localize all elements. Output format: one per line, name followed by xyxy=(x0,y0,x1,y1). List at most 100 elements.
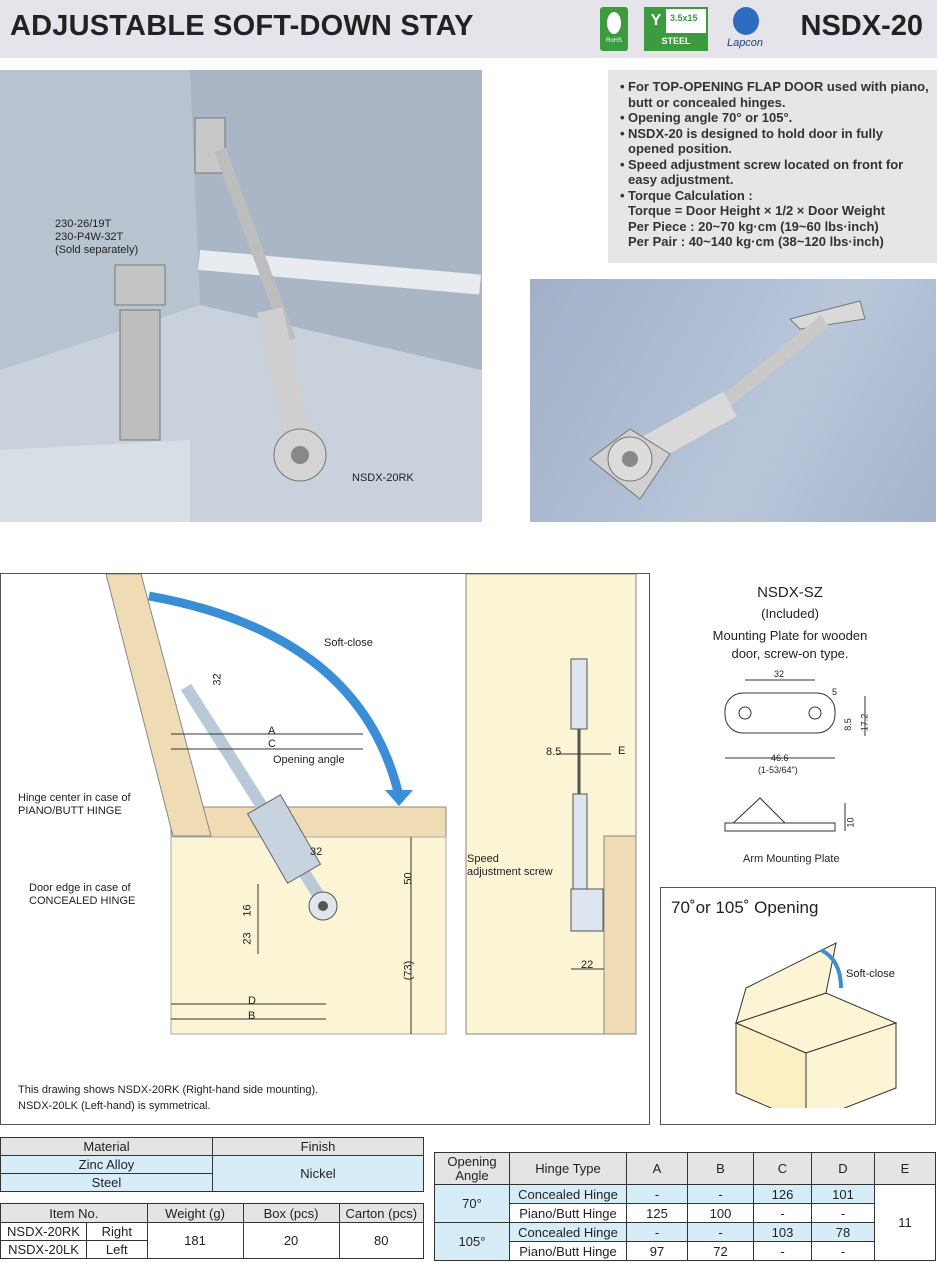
dim-8-5: 8.5 xyxy=(546,746,562,758)
torque-line: Per Pair : 40~140 kg·cm (38~120 lbs·inch… xyxy=(628,234,884,249)
a-cell: 125 xyxy=(626,1203,688,1223)
torque-line: Torque = Door Height × 1/2 × Door Weight xyxy=(628,203,886,218)
dim-c-label: C xyxy=(268,738,276,750)
item-no-header: Item No. xyxy=(0,1203,148,1223)
b-header: B xyxy=(687,1152,754,1185)
box-header: Box (pcs) xyxy=(242,1203,340,1223)
lapcon-logo: Lapcon xyxy=(720,7,770,51)
door-edge-label-1: Door edge in case of xyxy=(29,882,131,894)
d-cell: - xyxy=(811,1241,875,1261)
lapcon-text: Lapcon xyxy=(726,37,764,49)
opening-soft-close: Soft-close xyxy=(846,968,895,980)
d-cell: - xyxy=(811,1203,875,1223)
b-cell: 72 xyxy=(687,1241,754,1261)
drawing-note-2: NSDX-20LK (Left-hand) is symmetrical. xyxy=(18,1100,211,1112)
c-header: C xyxy=(753,1152,812,1185)
mounting-plate-desc-2: door, screw-on type. xyxy=(731,646,849,661)
hinge-label-1: 230-26/19T xyxy=(55,218,112,230)
opening-title: 70˚or 105˚ Opening xyxy=(671,898,819,917)
hinge-type-cell: Concealed Hinge xyxy=(509,1222,627,1242)
angle-header: Opening Angle xyxy=(434,1152,510,1185)
plate-dim-5: 5 xyxy=(832,687,838,697)
leaf-icon xyxy=(607,12,621,34)
dim-22: 22 xyxy=(581,959,594,971)
feature-item: For TOP-OPENING FLAP DOOR used with pian… xyxy=(620,79,929,110)
angle-cell: 105° xyxy=(434,1222,510,1261)
c-cell: 126 xyxy=(753,1184,812,1204)
hinge-type-header: Hinge Type xyxy=(509,1152,627,1185)
speed-screw-label-2: adjustment screw xyxy=(467,866,553,878)
lapcon-mark-icon xyxy=(733,7,759,35)
mounting-plate-title: NSDX-SZ xyxy=(757,584,823,601)
b-cell: - xyxy=(687,1222,754,1242)
product-photo-closeup xyxy=(530,279,936,522)
feature-item: NSDX-20 is designed to hold door in full… xyxy=(620,126,929,157)
stay-label: NSDX-20RK xyxy=(352,472,414,484)
installed-stay-illustration xyxy=(0,70,482,522)
b-cell: 100 xyxy=(687,1203,754,1223)
arm-plate-label: Arm Mounting Plate xyxy=(743,853,840,865)
material-cell: Zinc Alloy xyxy=(0,1155,213,1174)
steel-size: 3.5x15 xyxy=(670,13,698,23)
speed-screw-label-1: Speed xyxy=(467,853,499,865)
hinge-center-label-1: Hinge center in case of xyxy=(18,792,131,804)
soft-close-label: Soft-close xyxy=(324,637,373,649)
mounting-plate-description: Mounting Plate for wooden door, screw-on… xyxy=(660,627,920,663)
mounting-plate-drawing xyxy=(724,679,866,832)
item-table: Item No. Weight (g) Box (pcs) Carton (pc… xyxy=(0,1203,425,1259)
y-mark-icon: Y xyxy=(646,9,666,33)
plate-dim-17-2: 17.2 xyxy=(859,713,870,732)
header-bar xyxy=(0,0,937,58)
weight-header: Weight (g) xyxy=(146,1203,244,1223)
rohs-logo: RoHS xyxy=(600,7,628,51)
spec-table: Opening Angle Hinge Type A B C D E 70° C… xyxy=(434,1152,936,1261)
carton-cell: 80 xyxy=(338,1222,425,1259)
plate-dim-32: 32 xyxy=(774,669,785,679)
dim-b-label: B xyxy=(248,1010,256,1022)
finish-header: Finish xyxy=(212,1137,424,1156)
page-title: ADJUSTABLE SOFT-DOWN STAY xyxy=(10,10,474,42)
features-box: For TOP-OPENING FLAP DOOR used with pian… xyxy=(608,70,937,263)
torque-line: Per Piece : 20~70 kg·cm (19~60 lbs·inch) xyxy=(628,218,879,234)
item-side-cell: Right xyxy=(86,1222,148,1241)
a-cell: - xyxy=(626,1184,688,1204)
c-cell: 103 xyxy=(753,1222,812,1242)
dim-50: 50 xyxy=(402,872,415,885)
dim-32-top: 32 xyxy=(211,673,224,686)
item-side-cell: Left xyxy=(86,1240,148,1259)
finish-cell: Nickel xyxy=(212,1155,424,1192)
material-table: Material Finish Zinc Alloy Nickel Steel xyxy=(0,1137,424,1192)
c-cell: - xyxy=(753,1203,812,1223)
stay-closeup-illustration xyxy=(589,300,866,500)
steel-label: STEEL xyxy=(646,33,706,49)
mounting-plate-included: (Included) xyxy=(761,606,819,621)
e-header: E xyxy=(874,1152,936,1185)
box-illustration xyxy=(734,942,898,1108)
item-no-cell: NSDX-20RK xyxy=(0,1222,87,1241)
a-header: A xyxy=(626,1152,688,1185)
dim-e-label: E xyxy=(618,745,626,757)
opening-angle-label: Opening angle xyxy=(273,754,345,766)
steel-logo: Y 3.5x15 STEEL xyxy=(644,7,708,51)
angle-cell: 70° xyxy=(434,1184,510,1223)
carton-header: Carton (pcs) xyxy=(338,1203,425,1223)
feature-item: Opening angle 70° or 105°. xyxy=(620,110,929,126)
rohs-text: RoHS xyxy=(605,38,622,44)
drawing-lines xyxy=(105,574,637,1035)
dim-d-label: D xyxy=(248,995,256,1007)
dim-23: 23 xyxy=(241,932,254,945)
hinge-label-3: (Sold separately) xyxy=(55,244,139,256)
product-photo-installed: 230-26/19T 230-P4W-32T (Sold separately)… xyxy=(0,70,482,522)
plate-dim-inch: (1-53/64") xyxy=(758,765,798,775)
plate-dim-10: 10 xyxy=(845,817,856,828)
item-no-cell: NSDX-20LK xyxy=(0,1240,87,1259)
technical-drawing: Soft-close Opening angle A C D B E 32 32… xyxy=(0,573,650,1125)
opening-box: 70˚or 105˚ Opening Soft-close xyxy=(660,887,936,1125)
d-header: D xyxy=(811,1152,875,1185)
e-cell: 11 xyxy=(874,1184,936,1261)
material-cell: Steel xyxy=(0,1173,213,1192)
d-cell: 78 xyxy=(811,1222,875,1242)
dim-16: 16 xyxy=(241,904,254,917)
b-cell: - xyxy=(687,1184,754,1204)
material-header: Material xyxy=(0,1137,213,1156)
